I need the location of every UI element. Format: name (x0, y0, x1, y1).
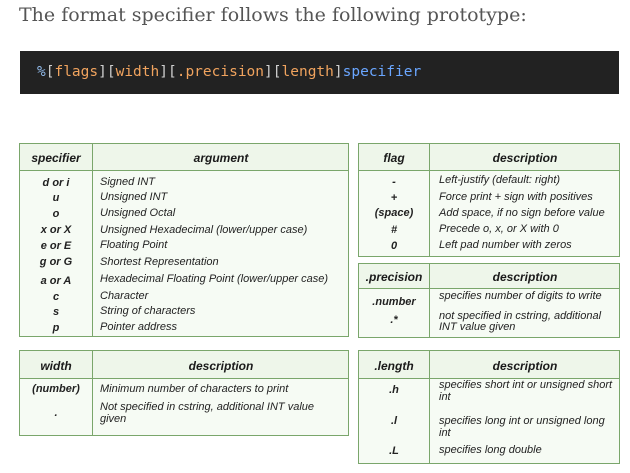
width-description: Not specified in cstring, additional INT… (100, 401, 314, 425)
length-table-header: .length description (359, 351, 619, 379)
specifier-key: x or X (40, 224, 72, 236)
precision-open-bracket: [ (167, 64, 177, 80)
flag-table-header: flag description (359, 144, 619, 171)
width-open-bracket: [ (106, 64, 116, 80)
precision-key: .* (390, 314, 398, 326)
width-header: width (40, 359, 72, 373)
specifier-argument: Pointer address (100, 321, 178, 333)
length-table: .length description .h specifies short i… (358, 350, 620, 464)
length-key: .L (389, 445, 399, 457)
length-description: specifies long double (439, 444, 542, 456)
flag-description: Force print + sign with positives (439, 191, 593, 203)
argument-header: argument (193, 151, 249, 165)
length-close-bracket: ] (333, 64, 343, 80)
specifier-key: d or i (42, 177, 70, 189)
flags-close-bracket: ] (98, 64, 107, 80)
specifier-argument: Unsigned INT (100, 191, 168, 203)
flags-part: flags (54, 64, 99, 80)
width-description: Minimum number of characters to print (100, 383, 289, 395)
precision-close-bracket: ] (264, 64, 273, 80)
specifier-table-header: specifier argument (20, 144, 348, 171)
flag-table-divider (429, 144, 430, 256)
specifier-header: specifier (31, 151, 81, 165)
specifier-key: a or A (40, 275, 72, 287)
specifier-key: p (52, 322, 60, 334)
flag-description: Add space, if no sign before value (439, 207, 605, 219)
flags-open-bracket: [ (45, 64, 55, 80)
width-part: width (115, 64, 160, 80)
flag-key: + (390, 192, 398, 204)
flag-description: Left pad number with zeros (439, 239, 572, 251)
precision-description: not specified in cstring, additional INT… (439, 310, 602, 333)
specifier-argument: Character (100, 290, 149, 302)
precision-table-divider (429, 264, 430, 337)
specifier-argument: Signed INT (100, 176, 156, 188)
specifier-argument: Unsigned Hexadecimal (lower/upper case) (100, 224, 308, 236)
length-open-bracket: [ (272, 64, 282, 80)
width-description-header: description (188, 359, 254, 373)
precision-description-header: description (492, 270, 558, 284)
flag-key: 0 (390, 240, 398, 252)
width-key: . (54, 407, 58, 419)
flag-key: (space) (374, 207, 414, 219)
precision-table: .precision description .number specifies… (358, 263, 620, 338)
flag-description: Left-justify (default: right) (439, 174, 561, 186)
width-key: (number) (32, 383, 80, 395)
width-table-header: width description (20, 351, 348, 379)
specifier-table: specifier argument d or i Signed INT u U… (19, 143, 349, 337)
precision-table-header: .precision description (359, 264, 619, 289)
width-close-bracket: ] (159, 64, 168, 80)
specifier-table-divider (92, 144, 93, 336)
length-table-divider (429, 351, 430, 463)
length-description: specifies long int or unsigned long int (439, 415, 605, 439)
intro-text: The format specifier follows the followi… (19, 4, 527, 26)
length-key: .h (389, 384, 399, 396)
length-header: .length (374, 359, 414, 373)
length-description-header: description (492, 359, 558, 373)
specifier-key: e or E (40, 240, 72, 252)
flag-description: Precede o, x, or X with 0 (439, 223, 559, 235)
specifier-key: g or G (39, 256, 73, 268)
length-part: length (281, 64, 334, 80)
specifier-argument: String of characters (100, 305, 196, 317)
percent-sign: % (37, 64, 46, 80)
specifier-argument: Floating Point (100, 239, 168, 251)
format-prototype-code: %[flags][width][.precision][length]speci… (20, 51, 619, 94)
precision-part: .precision (176, 64, 265, 80)
flag-description-header: description (492, 151, 558, 165)
precision-description: specifies number of digits to write (439, 290, 602, 302)
width-table: width description (number) Minimum numbe… (19, 350, 349, 436)
specifier-key: o (52, 208, 60, 220)
precision-header: .precision (365, 270, 423, 284)
specifier-part: specifier (342, 64, 422, 80)
flag-key: - (392, 176, 396, 188)
flag-table: flag description - Left-justify (default… (358, 143, 620, 257)
specifier-argument: Hexadecimal Floating Point (lower/upper … (100, 273, 329, 285)
length-description: specifies short int or unsigned short in… (439, 379, 613, 403)
specifier-argument: Shortest Representation (100, 256, 219, 268)
flag-key: # (390, 224, 398, 236)
length-key: .l (390, 415, 398, 427)
width-table-divider (92, 351, 93, 435)
specifier-key: s (52, 306, 60, 318)
specifier-argument: Unsigned Octal (100, 207, 176, 219)
specifier-key: u (52, 192, 60, 204)
specifier-key: c (52, 291, 60, 303)
precision-key: .number (372, 296, 416, 308)
flag-header: flag (383, 151, 405, 165)
